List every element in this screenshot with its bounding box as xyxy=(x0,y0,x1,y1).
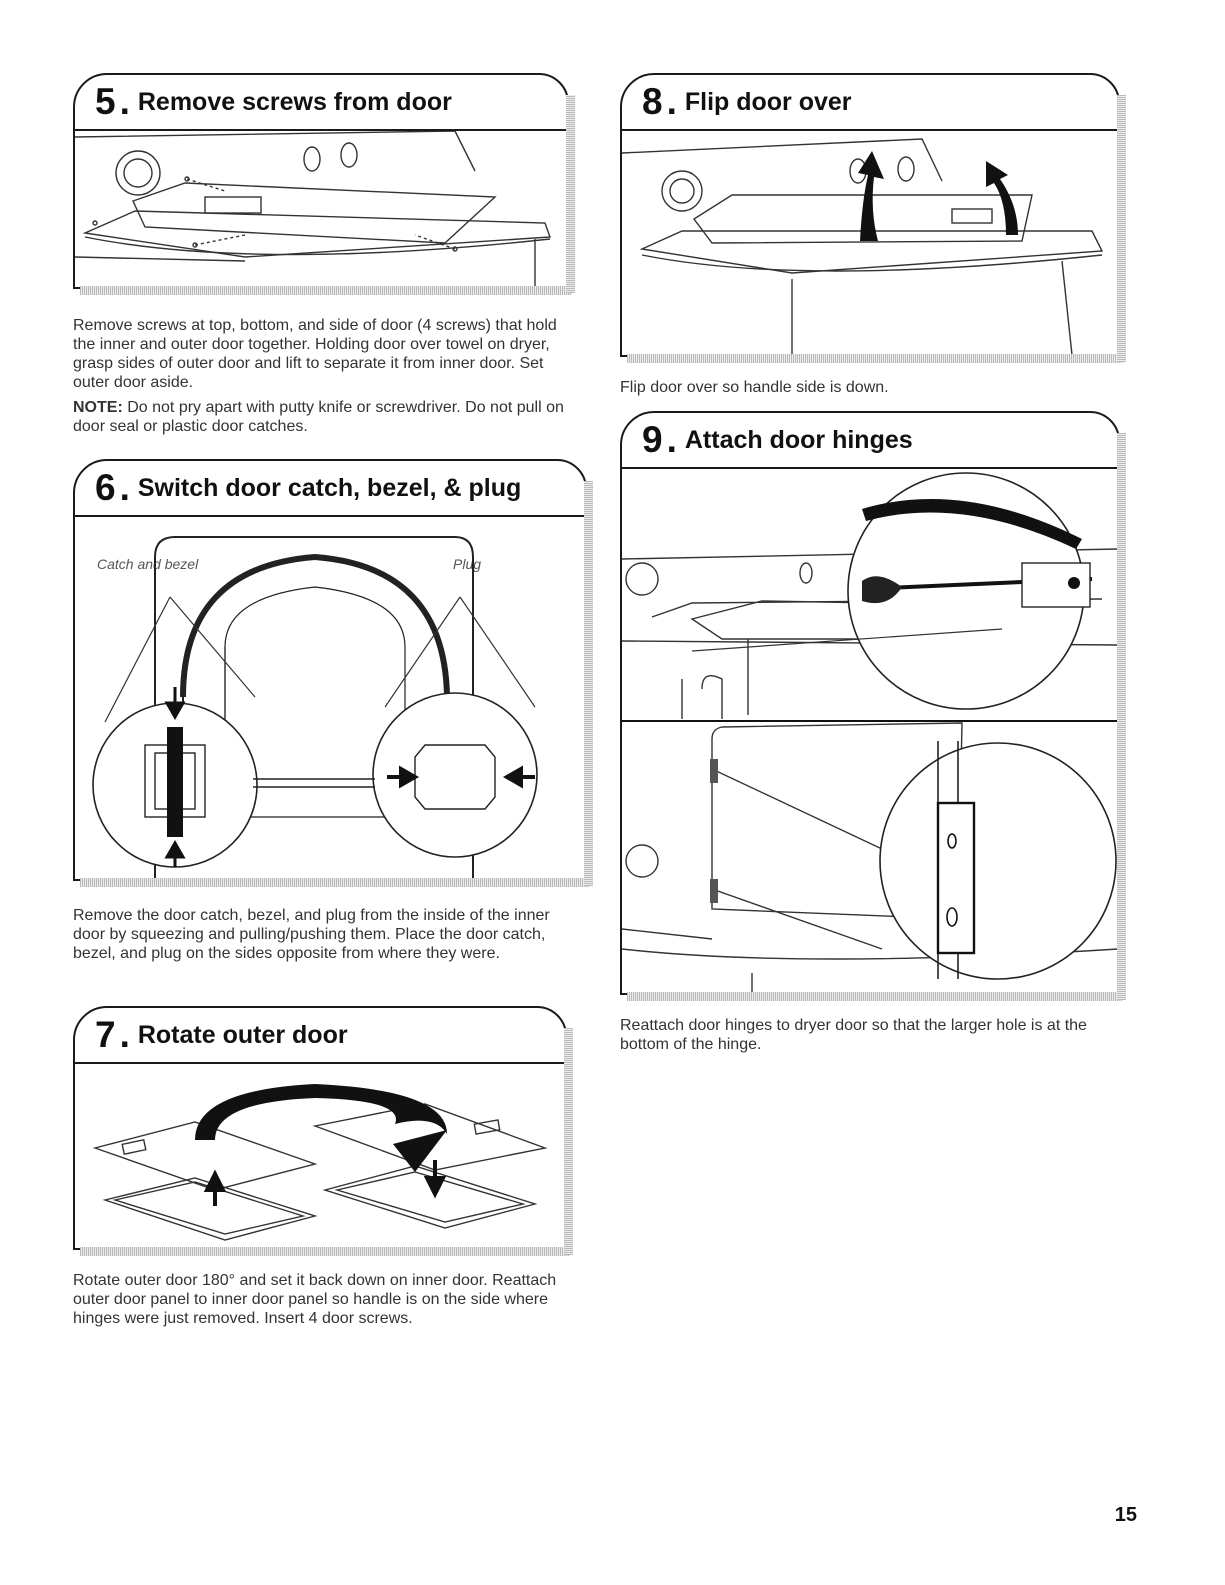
step-8-paragraph: Flip door over so handle side is down. xyxy=(620,379,889,396)
arrow-down-icon xyxy=(423,1160,447,1199)
door-catch-illustration: Catch and bezel Plug xyxy=(92,536,538,879)
step-number: 6 xyxy=(95,467,116,508)
step-6-paragraph: Remove the door catch, bezel, and plug f… xyxy=(73,907,550,962)
step-7-illustration xyxy=(75,1064,565,1248)
flip-arrow-left-icon xyxy=(858,151,884,241)
step-5-description: Remove screws at top, bottom, and side o… xyxy=(73,316,573,442)
step-9-header: 9. Attach door hinges xyxy=(622,413,1118,469)
step-title: Flip door over xyxy=(684,87,852,116)
step-7-panel: 7. Rotate outer door xyxy=(73,1006,567,1250)
rotate-door-illustration xyxy=(92,1084,548,1241)
flip-door-illustration xyxy=(622,138,1104,355)
step-6-panel: 6. Switch door catch, bezel, & plug Catc… xyxy=(73,459,587,881)
step-8-description: Flip door over so handle side is down. xyxy=(620,378,1120,403)
arrow-up-icon xyxy=(164,839,186,867)
step-title: Remove screws from door xyxy=(137,87,452,116)
step-7-header: 7. Rotate outer door xyxy=(75,1008,565,1064)
arrow-right-icon xyxy=(387,765,420,789)
step-number: 7 xyxy=(95,1014,116,1055)
hinge-zoom-circle xyxy=(879,742,1117,980)
step-5-panel: 5. Remove screws from door xyxy=(73,73,569,289)
step-9-panel: 9. Attach door hinges xyxy=(620,411,1120,995)
step-6-illustration: Catch and bezel Plug xyxy=(75,517,585,879)
step-title: Switch door catch, bezel, & plug xyxy=(137,473,522,502)
dryer-top-screws-illustration xyxy=(75,131,551,287)
door-hinge-icon xyxy=(936,801,976,955)
step-8-header: 8. Flip door over xyxy=(622,75,1118,131)
flip-arrow-right-icon xyxy=(986,161,1018,235)
attach-hinges-illustration xyxy=(622,472,1118,993)
step-6-description: Remove the door catch, bezel, and plug f… xyxy=(73,906,573,969)
hinge-bracket-icon xyxy=(1021,562,1091,608)
step-5-illustration xyxy=(75,131,567,287)
step-title: Attach door hinges xyxy=(684,425,913,454)
plug-zoom-circle xyxy=(372,692,538,858)
step-9-paragraph: Reattach door hinges to dryer door so th… xyxy=(620,1017,1087,1053)
step-title: Rotate outer door xyxy=(137,1020,348,1049)
step-8-panel: 8. Flip door over xyxy=(620,73,1120,357)
step-7-description: Rotate outer door 180° and set it back d… xyxy=(73,1271,573,1334)
step-7-paragraph: Rotate outer door 180° and set it back d… xyxy=(73,1272,557,1327)
step-9-description: Reattach door hinges to dryer door so th… xyxy=(620,1016,1120,1060)
catch-and-bezel-label: Catch and bezel xyxy=(97,556,199,572)
step-number: 9 xyxy=(642,419,663,460)
step-5-paragraph: Remove screws at top, bottom, and side o… xyxy=(73,317,557,391)
step-number: 5 xyxy=(95,81,116,122)
step-5-note: NOTE: Do not pry apart with putty knife … xyxy=(73,399,564,435)
step-9-illustration xyxy=(622,469,1118,993)
arrow-down-icon xyxy=(164,687,186,721)
step-5-header: 5. Remove screws from door xyxy=(75,75,567,131)
arrow-left-icon xyxy=(502,765,535,789)
step-6-header: 6. Switch door catch, bezel, & plug xyxy=(75,461,585,517)
rotation-arrow-icon xyxy=(195,1084,447,1140)
arrow-up-icon xyxy=(203,1169,227,1206)
step-8-illustration xyxy=(622,131,1118,355)
plug-label: Plug xyxy=(453,556,481,572)
catch-part-icon xyxy=(167,727,183,837)
page-number: 15 xyxy=(1114,1504,1137,1526)
screwdriver-icon xyxy=(862,576,902,604)
step-number: 8 xyxy=(642,81,663,122)
